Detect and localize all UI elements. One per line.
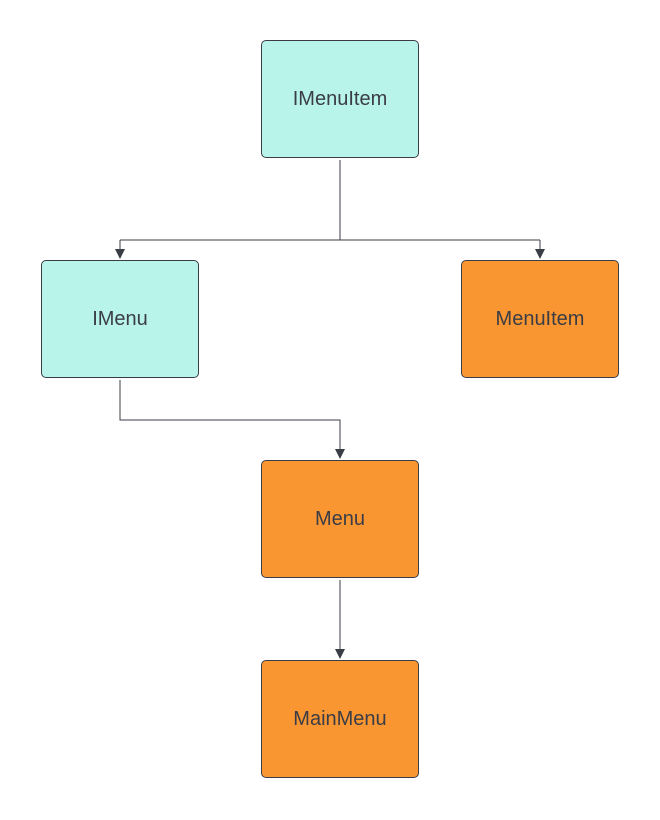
- arrowhead-mainmenu: [335, 649, 345, 659]
- edge-imenu-to-menu: [119, 380, 341, 450]
- arrowhead-menuitem: [535, 249, 545, 259]
- node-mainmenu[interactable]: MainMenu: [261, 660, 419, 778]
- node-imenu[interactable]: IMenu: [41, 260, 199, 378]
- arrowhead-imenu: [115, 249, 125, 259]
- node-label: IMenuItem: [292, 87, 388, 110]
- node-label: IMenu: [92, 307, 148, 330]
- arrowhead-menu: [335, 449, 345, 459]
- node-menu[interactable]: Menu: [261, 460, 419, 578]
- edge-imenuitem-branch: [120, 160, 540, 241]
- node-menuitem[interactable]: MenuItem: [461, 260, 619, 378]
- node-label: MainMenu: [293, 707, 387, 730]
- node-label: MenuItem: [495, 307, 585, 330]
- node-imenuitem[interactable]: IMenuItem: [261, 40, 419, 158]
- node-label: Menu: [314, 507, 366, 530]
